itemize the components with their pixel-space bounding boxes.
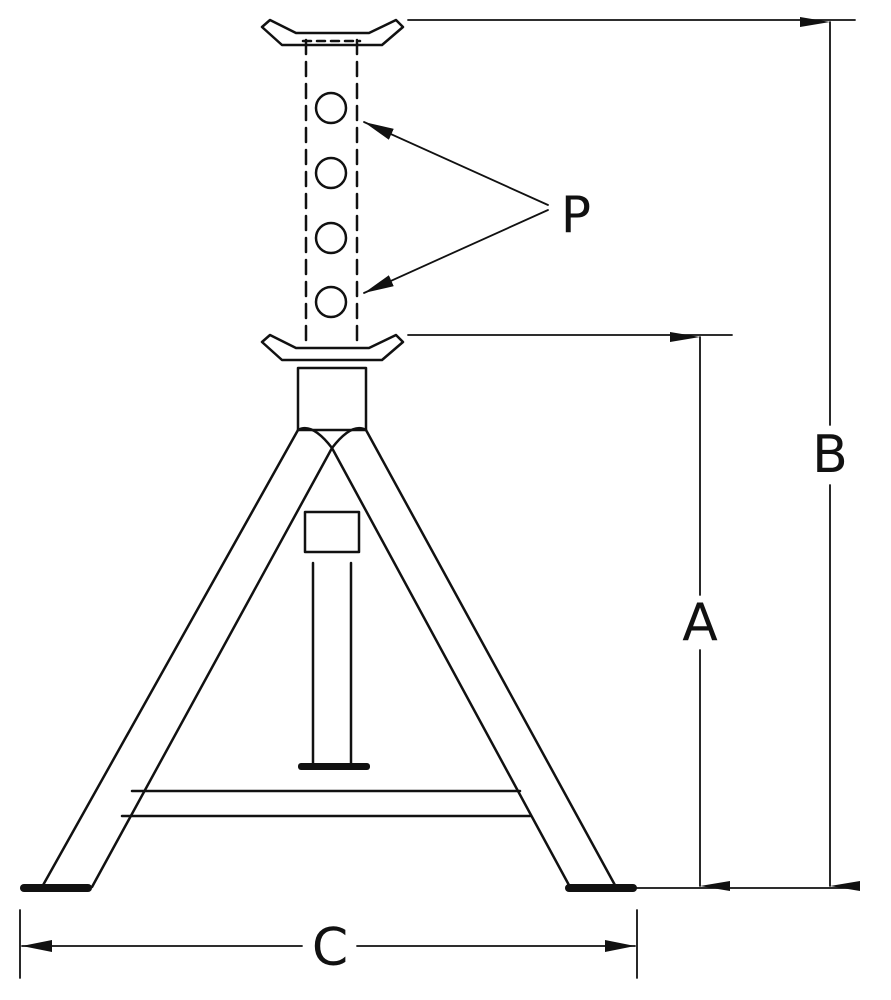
feet	[20, 763, 637, 892]
tripod-legs	[40, 426, 618, 889]
label-a: A	[682, 593, 718, 653]
label-c: C	[312, 918, 348, 978]
pin-leader-lines	[363, 121, 549, 294]
lower-saddle	[260, 333, 405, 362]
label-b: B	[812, 425, 848, 485]
label-p: P	[561, 186, 591, 244]
extended-post-dashed	[304, 38, 359, 347]
collar	[296, 366, 368, 432]
cross-bar	[120, 789, 532, 818]
pin-holes	[314, 91, 348, 319]
inner-stem	[303, 510, 361, 765]
dimension-lines	[19, 19, 856, 979]
top-saddle	[260, 18, 405, 47]
